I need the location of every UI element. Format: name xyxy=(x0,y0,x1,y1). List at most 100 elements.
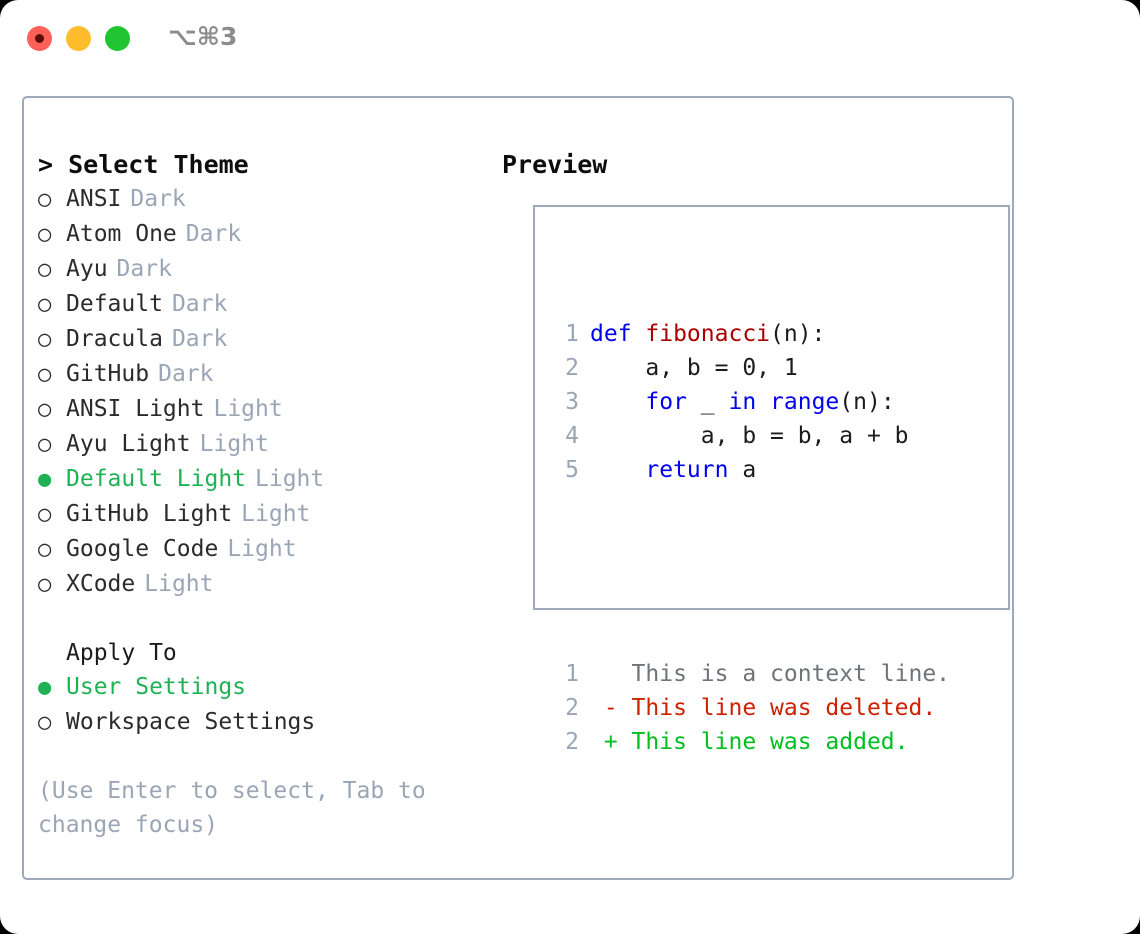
apply-to-option-user-settings[interactable]: ● User Settings xyxy=(38,670,488,705)
select-theme-header: > Select Theme xyxy=(38,150,249,179)
theme-option-tag: Dark xyxy=(116,256,172,282)
diff-line-number: 2 xyxy=(565,729,579,755)
theme-option-label: Dracula xyxy=(66,326,163,352)
code-token-kw: return xyxy=(645,457,729,483)
code-token-plain: a, b = b, a + b xyxy=(590,423,909,449)
code-line-text: def fibonacci(n): xyxy=(590,317,825,351)
theme-option-tag: Dark xyxy=(185,221,242,247)
code-token-kw: def xyxy=(590,321,646,347)
code-token-plain: (n): xyxy=(770,321,826,347)
code-token-plain: a xyxy=(728,457,757,483)
radio-unselected-icon: ○ xyxy=(38,397,52,422)
theme-option-label: Default xyxy=(66,291,163,317)
theme-option-tag: Light xyxy=(213,396,283,422)
keyboard-hint-text: (Use Enter to select, Tab to change focu… xyxy=(38,778,440,838)
apply-to-header: Apply To xyxy=(66,640,177,666)
maximize-window-button[interactable] xyxy=(105,26,130,51)
theme-option-xcode[interactable]: ○ XCode Light xyxy=(38,567,488,602)
code-line-text: a, b = 0, 1 xyxy=(590,351,797,385)
code-line-number: 4 xyxy=(565,423,579,449)
radio-unselected-icon: ○ xyxy=(38,710,52,735)
diff-line-text: This is a context line. xyxy=(590,661,951,687)
theme-option-default[interactable]: ○ Default Dark xyxy=(38,287,488,322)
diff-line-number: 2 xyxy=(565,695,579,721)
code-token-plain xyxy=(590,457,645,483)
theme-option-tag: Dark xyxy=(171,326,228,352)
radio-unselected-icon: ○ xyxy=(38,327,52,352)
preview-header: Preview xyxy=(502,150,608,179)
theme-list-spacer xyxy=(38,602,488,636)
code-line-number: 2 xyxy=(565,355,579,381)
radio-unselected-icon: ○ xyxy=(38,187,52,212)
theme-option-ansi-light[interactable]: ○ ANSI Light Light xyxy=(38,392,488,427)
theme-option-google-code[interactable]: ○ Google Code Light xyxy=(38,532,488,567)
theme-option-label: Google Code xyxy=(66,536,219,562)
code-token-kw: for xyxy=(645,389,687,415)
keyboard-shortcut-label: ⌥⌘3 xyxy=(168,22,238,51)
theme-option-label: Ayu Light xyxy=(66,431,191,457)
theme-option-label: Default Light xyxy=(66,466,247,492)
diff-line-text: + This line was added. xyxy=(590,729,909,755)
theme-option-label: GitHub Light xyxy=(66,501,233,527)
code-token-kw: range xyxy=(770,389,840,415)
apply-to-option-label: User Settings xyxy=(66,674,247,700)
diff-lines: 1 This is a context line.2 - This line w… xyxy=(549,657,950,759)
close-window-button[interactable] xyxy=(27,26,52,51)
code-diff-separator xyxy=(549,555,950,589)
apply-to-list: ● User Settings ○ Workspace Settings xyxy=(38,670,488,740)
code-token-plain: (n): xyxy=(839,389,895,415)
theme-option-atom-one[interactable]: ○ Atom One Dark xyxy=(38,217,488,252)
diff-line-text: - This line was deleted. xyxy=(590,695,937,721)
theme-option-ayu-light[interactable]: ○ Ayu Light Light xyxy=(38,427,488,462)
theme-option-tag: Light xyxy=(144,571,214,597)
code-line-number: 5 xyxy=(565,457,579,483)
theme-option-tag: Dark xyxy=(158,361,214,387)
code-line-text: a, b = b, a + b xyxy=(590,419,909,453)
code-token-plain: _ xyxy=(686,389,729,415)
minimize-window-button[interactable] xyxy=(66,26,91,51)
code-line-text: return a xyxy=(590,453,756,487)
theme-option-label: XCode xyxy=(66,571,136,597)
radio-selected-icon: ● xyxy=(38,675,52,700)
code-token-plain xyxy=(756,389,770,415)
code-line: 5 return a xyxy=(549,453,950,487)
theme-option-label: ANSI xyxy=(66,186,122,212)
radio-unselected-icon: ○ xyxy=(38,537,52,562)
radio-unselected-icon: ○ xyxy=(38,432,52,457)
diff-line-del: 2 - This line was deleted. xyxy=(549,691,950,725)
title-bar: ⌥⌘3 xyxy=(0,0,1140,76)
theme-option-tag: Dark xyxy=(171,291,228,317)
code-line: 2 a, b = 0, 1 xyxy=(549,351,950,385)
code-token-fn: fibonacci xyxy=(645,321,771,347)
theme-option-tag: Light xyxy=(241,501,311,527)
code-line-number: 3 xyxy=(565,389,579,415)
radio-unselected-icon: ○ xyxy=(38,572,52,597)
code-token-kw: in xyxy=(728,389,757,415)
theme-option-label: Ayu xyxy=(66,256,108,282)
theme-option-dracula[interactable]: ○ Dracula Dark xyxy=(38,322,488,357)
theme-option-tag: Light xyxy=(199,431,269,457)
code-line-text: for _ in range(n): xyxy=(590,385,895,419)
theme-option-tag: Light xyxy=(227,536,297,562)
traffic-light-group xyxy=(27,26,130,51)
diff-line-ctx: 1 This is a context line. xyxy=(549,657,950,691)
theme-option-label: ANSI Light xyxy=(66,396,205,422)
theme-option-tag: Light xyxy=(255,466,325,492)
radio-unselected-icon: ○ xyxy=(38,292,52,317)
theme-option-label: GitHub xyxy=(66,361,150,387)
apply-to-option-workspace-settings[interactable]: ○ Workspace Settings xyxy=(38,705,488,740)
apply-to-option-label: Workspace Settings xyxy=(66,709,316,735)
radio-unselected-icon: ○ xyxy=(38,222,52,247)
theme-option-label: Atom One xyxy=(66,221,177,247)
